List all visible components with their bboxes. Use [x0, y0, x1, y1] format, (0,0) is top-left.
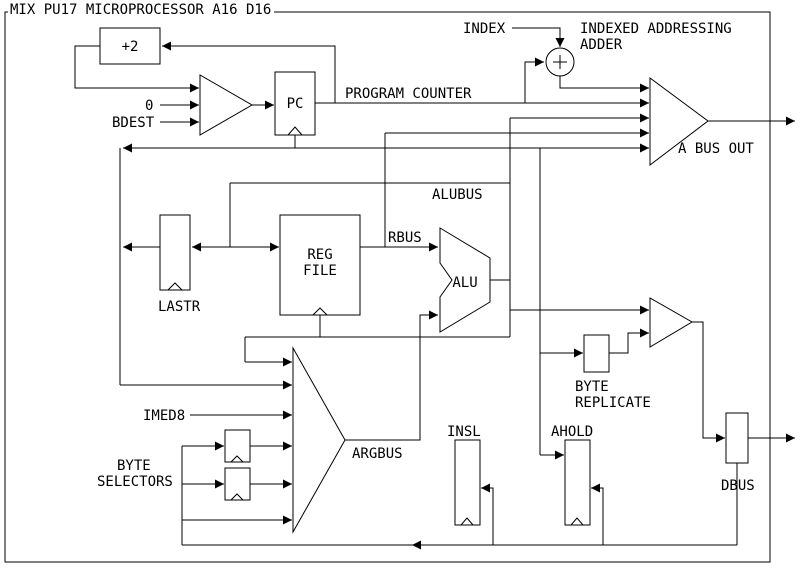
wire-byterep-to-dbusmux: [609, 328, 649, 354]
a-bus-out-mux: [649, 77, 709, 167]
wire-pcbus-to-adder: [524, 57, 544, 103]
wires: [74, 27, 795, 550]
wire-inc-to-pcmux: [74, 45, 199, 93]
lastr-clock-wedge-icon: [167, 282, 183, 291]
byte-replicate-box: [583, 334, 610, 373]
alu-label: ALU: [452, 275, 477, 291]
incrementer-label: +2: [122, 39, 139, 55]
wire-adder-to-abusout: [559, 76, 649, 93]
indexed-adder-label-line1: INDEXED ADDRESSING: [580, 21, 732, 37]
bytesel1-clock-wedge-icon: [230, 455, 244, 463]
ahold-register-box: [564, 439, 591, 526]
insl-clock-wedge-icon: [460, 517, 474, 526]
reg-file-box: [279, 214, 361, 316]
indexed-adder-label-line2: ADDER: [580, 37, 623, 53]
insl-label: INSL: [447, 424, 481, 440]
ahold-clock-wedge-icon: [570, 517, 584, 526]
argbus-label: ARGBUS: [352, 446, 403, 462]
components: [99, 27, 749, 534]
diagram-title: MIX PU17 MICROPROCESSOR A16 D16: [10, 2, 271, 18]
wire-bus-to-ahold-right: [591, 483, 604, 545]
alubus-label: ALUBUS: [432, 187, 483, 203]
pc-label: PC: [287, 96, 304, 112]
wire-argbus-to-alu: [345, 310, 438, 441]
reg-file-label-line2: FILE: [303, 263, 337, 279]
mux-input-zero-label: 0: [145, 98, 153, 114]
insl-register-box: [454, 439, 481, 526]
dbus-register-box: [725, 412, 749, 464]
index-input-label: INDEX: [463, 21, 506, 37]
diagram-border: [4, 11, 771, 563]
dbus-out-mux: [649, 297, 693, 348]
lastr-label: LASTR: [158, 299, 201, 315]
lastr-register-box: [159, 214, 191, 291]
wire-index-to-adder: [512, 27, 565, 47]
program-counter-bus-label: PROGRAM COUNTER: [345, 86, 472, 102]
dbus-label: DBUS: [721, 478, 755, 494]
incrementer-box: [99, 27, 161, 65]
regfile-clock-wedge-icon: [312, 307, 328, 316]
wire-dbusmux-to-dbusreg: [692, 321, 725, 443]
byte-replicate-label-line2: REPLICATE: [575, 395, 651, 411]
byte-replicate-label-line1: BYTE: [575, 379, 609, 395]
pc-mux: [199, 74, 254, 136]
pc-clock-wedge-icon: [287, 126, 303, 136]
ahold-label: AHOLD: [551, 424, 593, 440]
labels: MIX PU17 MICROPROCESSOR A16 D16 +2 0 BDE…: [10, 2, 755, 494]
byte-selectors-label-line1: BYTE: [117, 458, 151, 474]
reg-file-label-line1: REG: [307, 247, 332, 263]
pc-register-box: [274, 71, 316, 136]
wire-pcbus-to-inc: [162, 41, 336, 103]
title-background: [8, 2, 274, 16]
byte-selectors-label-line2: SELECTORS: [97, 474, 173, 490]
rbus-label: RBUS: [388, 230, 422, 246]
wire-bus-to-insl: [481, 483, 494, 545]
alu-shape: [439, 227, 491, 333]
imed8-label: IMED8: [143, 408, 185, 424]
argbus-mux: [292, 346, 346, 534]
mux-input-bdest-label: BDEST: [112, 115, 155, 131]
bytesel2-clock-wedge-icon: [230, 493, 244, 501]
a-bus-out-label: A BUS OUT: [678, 141, 754, 157]
